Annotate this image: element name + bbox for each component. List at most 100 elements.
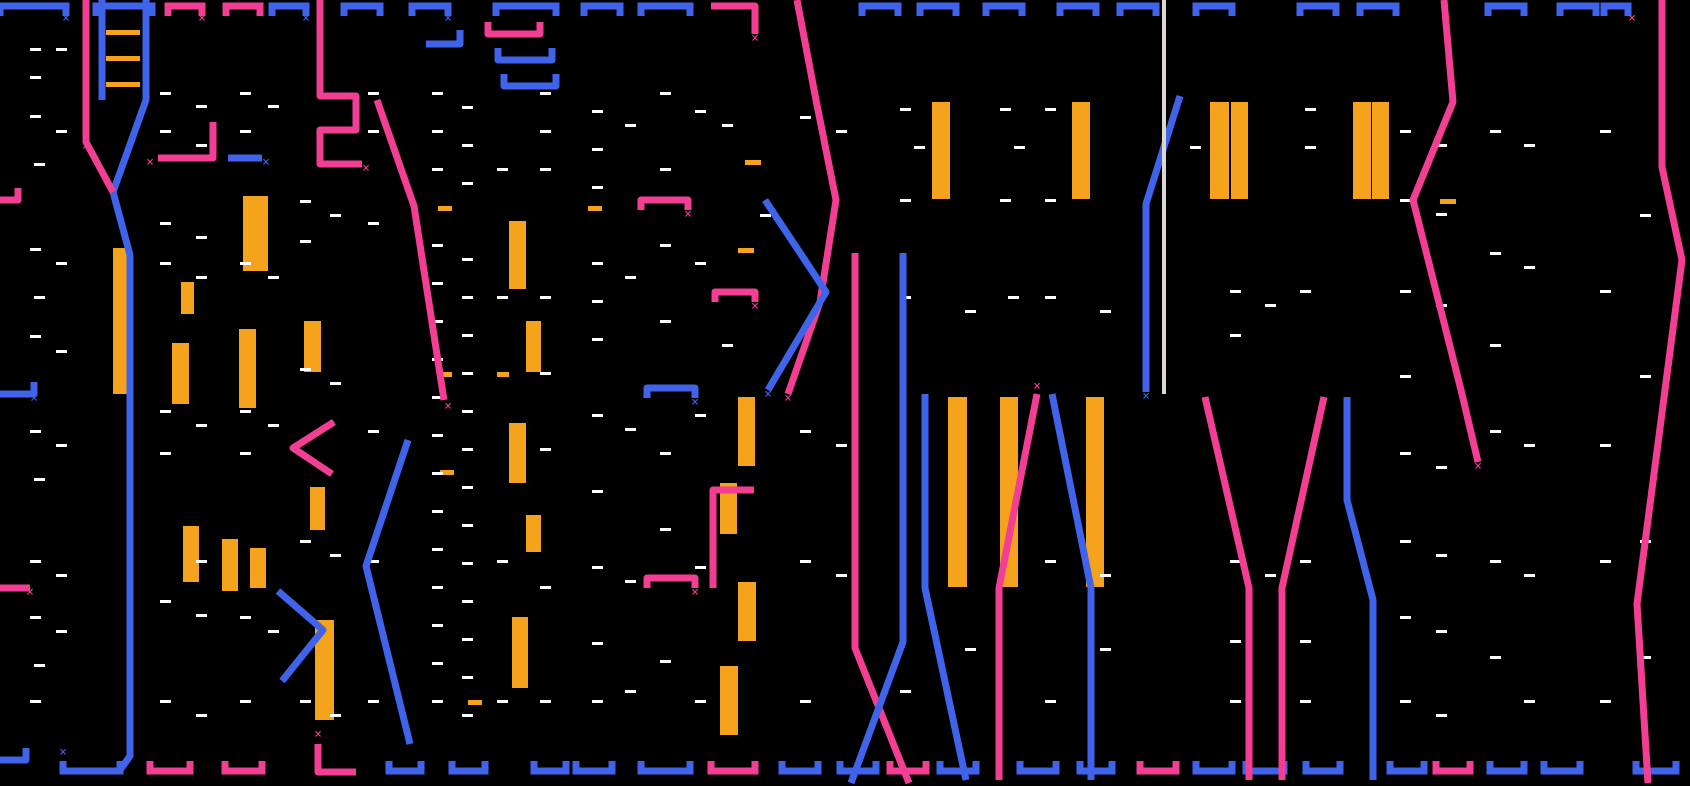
orange-dash [438,372,452,377]
tick-mark [196,614,207,617]
bottom-note-row-segment [1632,761,1680,775]
tick-mark [30,700,41,703]
tick-mark [30,248,41,251]
tick-mark [800,116,811,119]
note-bar [250,548,266,588]
x-mark: × [751,31,759,46]
orange-dash [497,372,509,377]
note-bar [304,321,321,372]
tick-mark [432,510,443,513]
note-bar [948,397,967,587]
top-note-row-segment [340,2,384,16]
tick-mark [1400,375,1411,378]
tick-mark [160,222,171,225]
blue-melody-line [426,30,464,48]
tick-mark [462,334,473,337]
tick-mark [1400,452,1411,455]
tick-mark [30,335,41,338]
pink-melody-line [1201,396,1253,780]
tick-mark [432,434,443,437]
tick-mark [56,48,67,51]
tick-mark [240,262,251,265]
x-mark: × [198,11,206,26]
tick-mark [592,148,603,151]
tick-mark [1305,108,1316,111]
tick-mark [432,586,443,589]
tick-mark [900,690,911,693]
orange-dash [438,206,452,211]
note-bar [172,343,189,404]
tick-mark [760,214,771,217]
tick-mark [592,566,603,569]
tick-mark [1305,146,1316,149]
note-bar [512,617,528,688]
orange-dash [745,160,761,165]
orange-dash [106,56,140,61]
tick-mark [1436,466,1447,469]
bottom-note-row-segment [637,761,694,775]
tick-mark [1230,700,1241,703]
tick-mark [1008,296,1019,299]
tick-mark [368,560,379,563]
tick-mark [462,258,473,261]
tick-mark [368,222,379,225]
tick-mark [160,262,171,265]
blue-melody-line [362,438,414,745]
tick-mark [660,244,671,247]
top-note-row-segment [1056,2,1100,16]
tick-mark [196,144,207,147]
orange-dash [1440,199,1456,204]
tick-mark [330,214,341,217]
tick-mark [462,714,473,717]
note-bar [310,487,325,530]
tick-mark [965,648,976,651]
blue-melody-line [1343,397,1377,780]
tick-mark [1400,199,1411,202]
tick-mark [660,168,671,171]
tick-mark [268,105,279,108]
tick-mark [592,110,603,113]
tick-mark [836,130,847,133]
tick-mark [1045,700,1056,703]
tick-mark [660,320,671,323]
tick-mark [1300,290,1311,293]
tick-mark [1490,430,1501,433]
note-bar [181,282,194,314]
tick-mark [592,490,603,493]
note-bar [315,620,334,720]
top-note-row-segment [858,2,902,16]
tick-mark [1490,252,1501,255]
pink-melody-line [373,98,448,401]
pink-melody-line [784,0,840,396]
note-bars-layer [113,102,1389,735]
x-mark: × [691,395,699,410]
pink-melody-line [484,22,544,38]
tick-mark [1045,296,1056,299]
tick-mark [1524,266,1535,269]
x-mark: × [1628,11,1636,26]
tick-mark [330,714,341,717]
x-mark: × [1033,379,1041,394]
note-bar [738,582,756,641]
pink-melody-line [82,0,117,194]
tick-mark [160,410,171,413]
blue-melody-line [275,588,327,684]
tick-mark [196,236,207,239]
tick-mark [497,168,508,171]
orange-dash [738,248,754,253]
x-mark: × [82,139,90,154]
blue-melody-line [500,74,560,90]
tick-mark [30,616,41,619]
note-bar [1231,102,1248,199]
tick-mark [592,262,603,265]
tick-mark [1400,290,1411,293]
tick-mark [462,524,473,527]
blue-melody-line [643,384,699,398]
note-bar [509,221,526,289]
pink-melody-line [289,419,336,477]
x-mark: × [362,161,370,176]
tick-mark [368,430,379,433]
blue-melody-line [0,382,38,398]
x-mark: × [26,585,34,600]
